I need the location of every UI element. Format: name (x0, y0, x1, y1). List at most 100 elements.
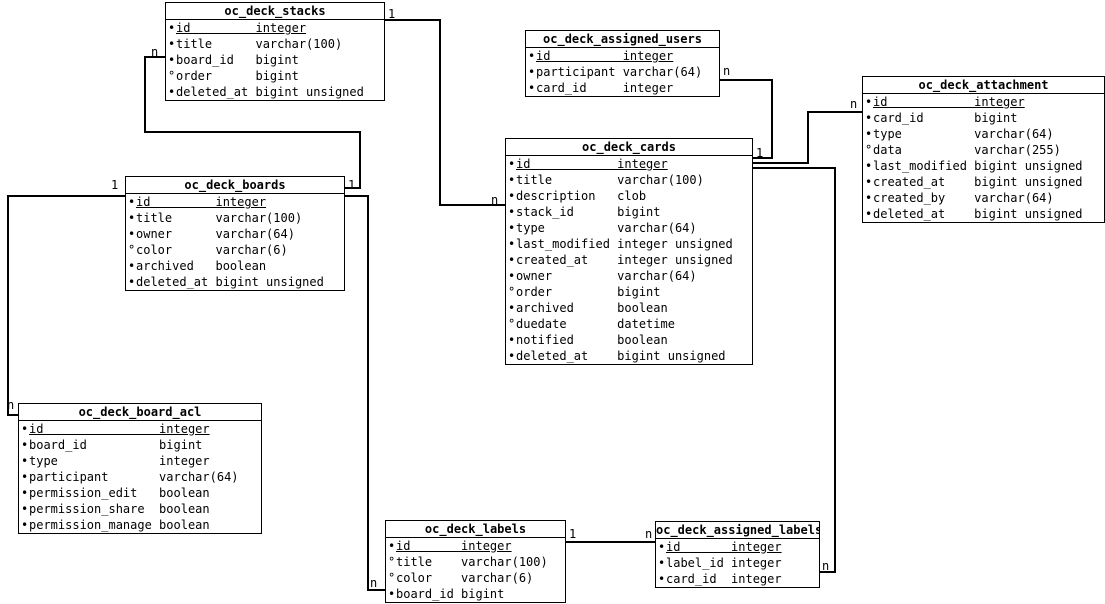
notnull-bullet-icon: • (388, 587, 396, 601)
relationship-line-boards-board-acl (7, 195, 125, 416)
notnull-bullet-icon: • (21, 438, 29, 452)
notnull-bullet-icon: • (528, 65, 536, 79)
column-definition: archived boolean (516, 301, 668, 315)
cardinality-label: n (151, 45, 159, 59)
notnull-bullet-icon: • (128, 227, 136, 241)
column-row-archived: •archived boolean (126, 258, 344, 274)
column-definition: participant varchar(64) (29, 470, 239, 484)
notnull-bullet-icon: • (508, 253, 516, 267)
column-row-permission_edit: •permission_edit boolean (19, 485, 261, 501)
notnull-bullet-icon: • (21, 454, 29, 468)
notnull-bullet-icon: • (168, 85, 176, 99)
table-title: oc_deck_stacks (166, 3, 384, 20)
column-definition: permission_share boolean (29, 502, 210, 516)
column-row-stack_id: •stack_id bigint (506, 204, 752, 220)
notnull-bullet-icon: • (508, 173, 516, 187)
column-definition: title varchar(100) (136, 211, 303, 225)
table-title: oc_deck_cards (506, 139, 752, 156)
column-definition: title varchar(100) (396, 555, 548, 569)
column-row-id: •id integer (166, 20, 384, 36)
column-row-title: •title varchar(100) (166, 36, 384, 52)
notnull-bullet-icon: • (508, 349, 516, 363)
column-definition: card_id integer (666, 572, 782, 586)
table-title: oc_deck_board_acl (19, 404, 261, 421)
relationship-line-cards-attachment (753, 111, 862, 164)
cardinality-label: n (370, 576, 378, 590)
column-row-card_id: •card_id bigint (863, 110, 1104, 126)
column-row-permission_manage: •permission_manage boolean (19, 517, 261, 533)
notnull-bullet-icon: • (508, 333, 516, 347)
column-row-title: °title varchar(100) (386, 554, 565, 570)
column-row-created_at: •created_at integer unsigned (506, 252, 752, 268)
column-row-duedate: °duedate datetime (506, 316, 752, 332)
notnull-bullet-icon: • (21, 502, 29, 516)
notnull-bullet-icon: • (21, 518, 29, 532)
column-definition: board_id bigint (29, 438, 203, 452)
column-row-last_modified: •last_modified integer unsigned (506, 236, 752, 252)
column-row-notified: •notified boolean (506, 332, 752, 348)
cardinality-label: 1 (569, 527, 577, 541)
relationship-line-boards-labels (345, 195, 385, 591)
table-oc-deck-cards: oc_deck_cards•id integer•title varchar(1… (505, 138, 753, 365)
cardinality-label: 1 (756, 146, 764, 160)
column-row-id: •id integer (656, 539, 819, 555)
column-definition: color varchar(6) (136, 243, 288, 257)
column-definition: type varchar(64) (873, 127, 1054, 141)
column-row-board_id: •board_id bigint (19, 437, 261, 453)
cardinality-label: n (822, 559, 830, 573)
column-definition: id integer (666, 540, 782, 554)
notnull-bullet-icon: • (508, 237, 516, 251)
column-row-created_at: •created_at bigint unsigned (863, 174, 1104, 190)
nullable-bullet-icon: ° (128, 243, 136, 257)
notnull-bullet-icon: • (658, 540, 666, 554)
table-oc-deck-assigned-users: oc_deck_assigned_users•id integer•partic… (525, 30, 720, 97)
column-definition: order bigint (176, 69, 299, 83)
column-definition: card_id bigint (873, 111, 1018, 125)
column-definition: owner varchar(64) (516, 269, 697, 283)
notnull-bullet-icon: • (508, 189, 516, 203)
cardinality-label: n (850, 97, 858, 111)
column-row-type: •type varchar(64) (863, 126, 1104, 142)
column-definition: last_modified bigint unsigned (873, 159, 1083, 173)
nullable-bullet-icon: ° (388, 555, 396, 569)
column-row-title: •title varchar(100) (126, 210, 344, 226)
column-definition: type varchar(64) (516, 221, 697, 235)
column-row-owner: •owner varchar(64) (506, 268, 752, 284)
column-row-archived: •archived boolean (506, 300, 752, 316)
column-definition: deleted_at bigint unsigned (873, 207, 1083, 221)
column-definition: card_id integer (536, 81, 674, 95)
notnull-bullet-icon: • (508, 269, 516, 283)
column-definition: id integer (516, 157, 668, 171)
relationship-line-stacks-cards (385, 19, 505, 206)
nullable-bullet-icon: ° (865, 143, 873, 157)
column-row-owner: •owner varchar(64) (126, 226, 344, 242)
column-row-order: °order bigint (506, 284, 752, 300)
relationship-line-cards-assigned-users (720, 79, 773, 159)
column-definition: last_modified integer unsigned (516, 237, 733, 251)
notnull-bullet-icon: • (168, 53, 176, 67)
column-row-created_by: •created_by varchar(64) (863, 190, 1104, 206)
cardinality-label: n (491, 193, 499, 207)
notnull-bullet-icon: • (508, 205, 516, 219)
notnull-bullet-icon: • (865, 127, 873, 141)
column-definition: duedate datetime (516, 317, 675, 331)
cardinality-label: n (645, 527, 653, 541)
column-definition: id integer (396, 539, 512, 553)
nullable-bullet-icon: ° (168, 69, 176, 83)
nullable-bullet-icon: ° (388, 571, 396, 585)
column-row-id: •id integer (19, 421, 261, 437)
column-definition: stack_id bigint (516, 205, 661, 219)
column-definition: permission_manage boolean (29, 518, 210, 532)
column-row-title: •title varchar(100) (506, 172, 752, 188)
cardinality-label: n (7, 398, 15, 412)
column-definition: deleted_at bigint unsigned (176, 85, 364, 99)
cardinality-label: 1 (348, 178, 356, 192)
column-definition: data varchar(255) (873, 143, 1061, 157)
table-oc-deck-stacks: oc_deck_stacks•id integer•title varchar(… (165, 2, 385, 101)
column-definition: label_id integer (666, 556, 782, 570)
table-oc-deck-board-acl: oc_deck_board_acl•id integer•board_id bi… (18, 403, 262, 534)
column-definition: deleted_at bigint unsigned (516, 349, 726, 363)
column-row-id: •id integer (863, 94, 1104, 110)
column-row-color: °color varchar(6) (386, 570, 565, 586)
